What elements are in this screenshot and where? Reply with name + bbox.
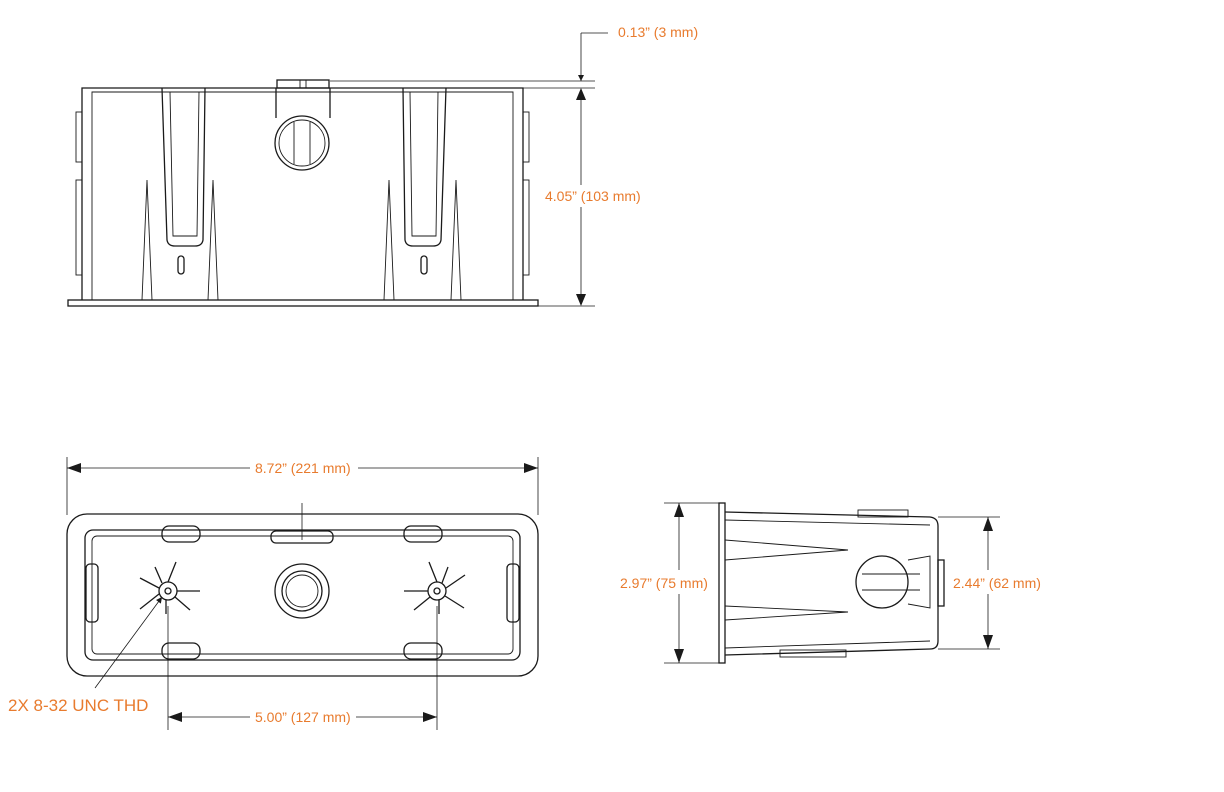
front-rib <box>383 179 395 301</box>
front-rib <box>141 179 153 301</box>
front-rib <box>450 179 462 301</box>
dim-label-box-height: 4.05” (103 mm) <box>545 188 641 204</box>
top-tab-upper-left <box>161 525 201 543</box>
top-inner-outline <box>84 529 521 661</box>
front-left-boss-lower <box>75 179 83 276</box>
top-center-knockout <box>274 563 330 619</box>
side-rib-lower <box>724 605 849 621</box>
top-tab-upper-center <box>270 530 334 544</box>
side-body-outline <box>724 511 939 656</box>
front-left-boss-upper <box>75 111 83 163</box>
front-right-boss-upper <box>522 111 530 163</box>
dim-label-body-width: 2.44” (62 mm) <box>953 575 1041 591</box>
front-base-flange <box>67 299 539 307</box>
dim-label-lip-height: 0.13” (3 mm) <box>618 24 699 40</box>
side-view <box>664 502 1000 664</box>
side-rib-upper <box>724 539 849 561</box>
side-top-boss <box>857 509 909 518</box>
front-left-slot <box>177 255 185 275</box>
front-left-channel <box>161 87 206 247</box>
top-tab-lower-right <box>403 642 443 660</box>
dim-label-overall-length: 8.72” (221 mm) <box>255 460 351 476</box>
top-screw-boss-right <box>404 561 466 614</box>
thread-callout-label: 2X 8-32 UNC THD <box>8 696 149 715</box>
front-rib <box>207 179 219 301</box>
front-body-inner-wall <box>91 91 514 300</box>
side-right-tab <box>937 559 945 607</box>
front-knockout <box>274 115 330 171</box>
side-knockout <box>855 555 909 609</box>
top-view <box>66 457 539 730</box>
front-right-slot <box>420 255 428 275</box>
front-top-tab <box>276 79 330 89</box>
front-view <box>67 32 608 307</box>
front-right-boss-lower <box>522 179 530 276</box>
top-screw-boss-left <box>139 561 200 614</box>
front-right-channel <box>402 87 447 247</box>
top-side-tab-right <box>506 563 520 623</box>
top-outer-outline <box>66 513 539 677</box>
side-bottom-boss <box>779 649 847 658</box>
side-flange <box>718 502 726 664</box>
thread-callout-leader <box>94 596 163 689</box>
dim-label-flange-width: 2.97” (75 mm) <box>620 575 708 591</box>
top-tab-upper-right <box>403 525 443 543</box>
dim-label-screw-spacing: 5.00” (127 mm) <box>255 709 351 725</box>
top-tab-lower-left <box>161 642 201 660</box>
top-side-tab-left <box>85 563 99 623</box>
